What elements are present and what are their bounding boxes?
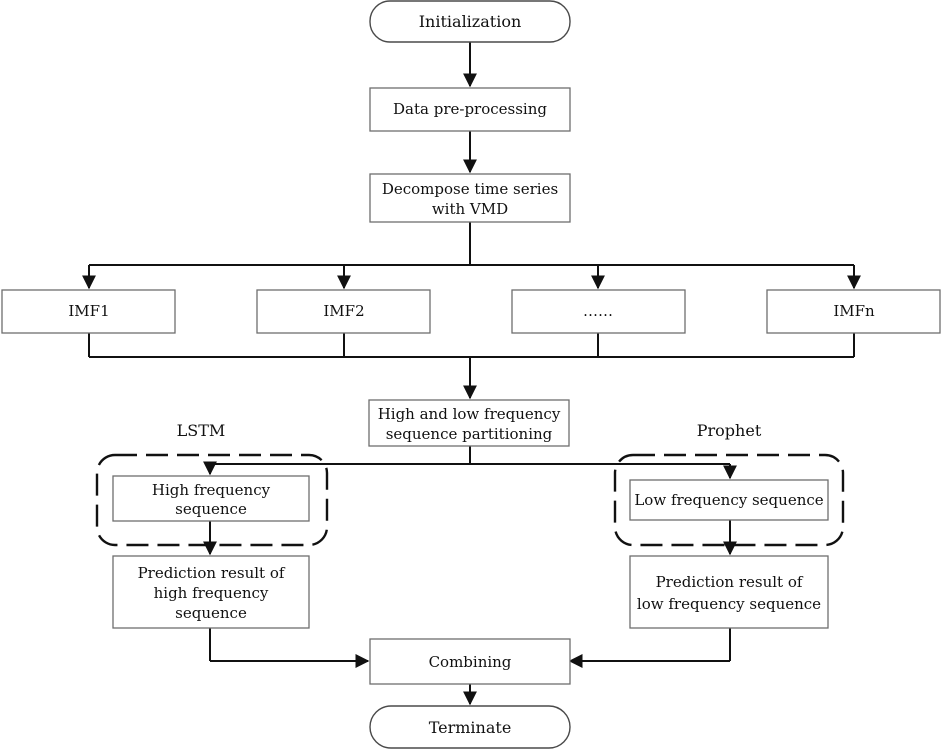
imfn-node: IMFn: [766, 289, 941, 334]
imf2-label: IMF2: [323, 302, 364, 320]
preprocess-label: Data pre-processing: [393, 100, 547, 118]
initialization-label: Initialization: [419, 12, 522, 31]
prophet-group-frame: [613, 453, 845, 547]
terminate-label: Terminate: [429, 718, 512, 737]
high-frequency-label-line2: sequence: [175, 500, 247, 518]
high-frequency-node: High frequency sequence: [112, 475, 310, 522]
partition-label-line1: High and low frequency: [378, 405, 561, 423]
prediction-low-node: Prediction result of low frequency seque…: [629, 555, 829, 629]
low-frequency-label: Low frequency sequence: [634, 491, 823, 509]
low-frequency-node: Low frequency sequence: [629, 479, 829, 521]
decompose-node: Decompose time series with VMD: [369, 173, 571, 223]
preprocess-node: Data pre-processing: [369, 87, 571, 132]
combining-label: Combining: [429, 653, 512, 671]
prediction-high-label-line1: Prediction result of: [138, 564, 286, 582]
connectors: [82, 42, 861, 706]
lstm-group-label: LSTM: [177, 421, 226, 440]
decompose-label-line1: Decompose time series: [382, 180, 558, 198]
prediction-high-label-line2: high frequency: [154, 584, 269, 602]
imf-dots-node: ……: [511, 289, 686, 334]
terminate-node: Terminate: [369, 705, 571, 749]
prediction-low-label-line2: low frequency sequence: [637, 595, 821, 613]
prophet-group-label: Prophet: [697, 421, 762, 440]
lstm-group-frame: [95, 453, 329, 547]
decompose-label-line2: with VMD: [432, 200, 508, 218]
high-frequency-label-line1: High frequency: [152, 481, 271, 499]
initialization-node: Initialization: [369, 0, 571, 43]
combining-node: Combining: [369, 638, 571, 685]
imf1-label: IMF1: [68, 302, 109, 320]
imf-dots-label: ……: [583, 302, 613, 320]
imf2-node: IMF2: [256, 289, 431, 334]
prediction-high-label-line3: sequence: [175, 604, 247, 622]
imf1-node: IMF1: [1, 289, 176, 334]
prediction-high-node: Prediction result of high frequency sequ…: [112, 555, 310, 629]
imfn-label: IMFn: [833, 302, 875, 320]
partition-label-line2: sequence partitioning: [386, 425, 553, 443]
prediction-low-label-line1: Prediction result of: [656, 573, 804, 591]
partition-node: High and low frequency sequence partitio…: [368, 399, 570, 447]
